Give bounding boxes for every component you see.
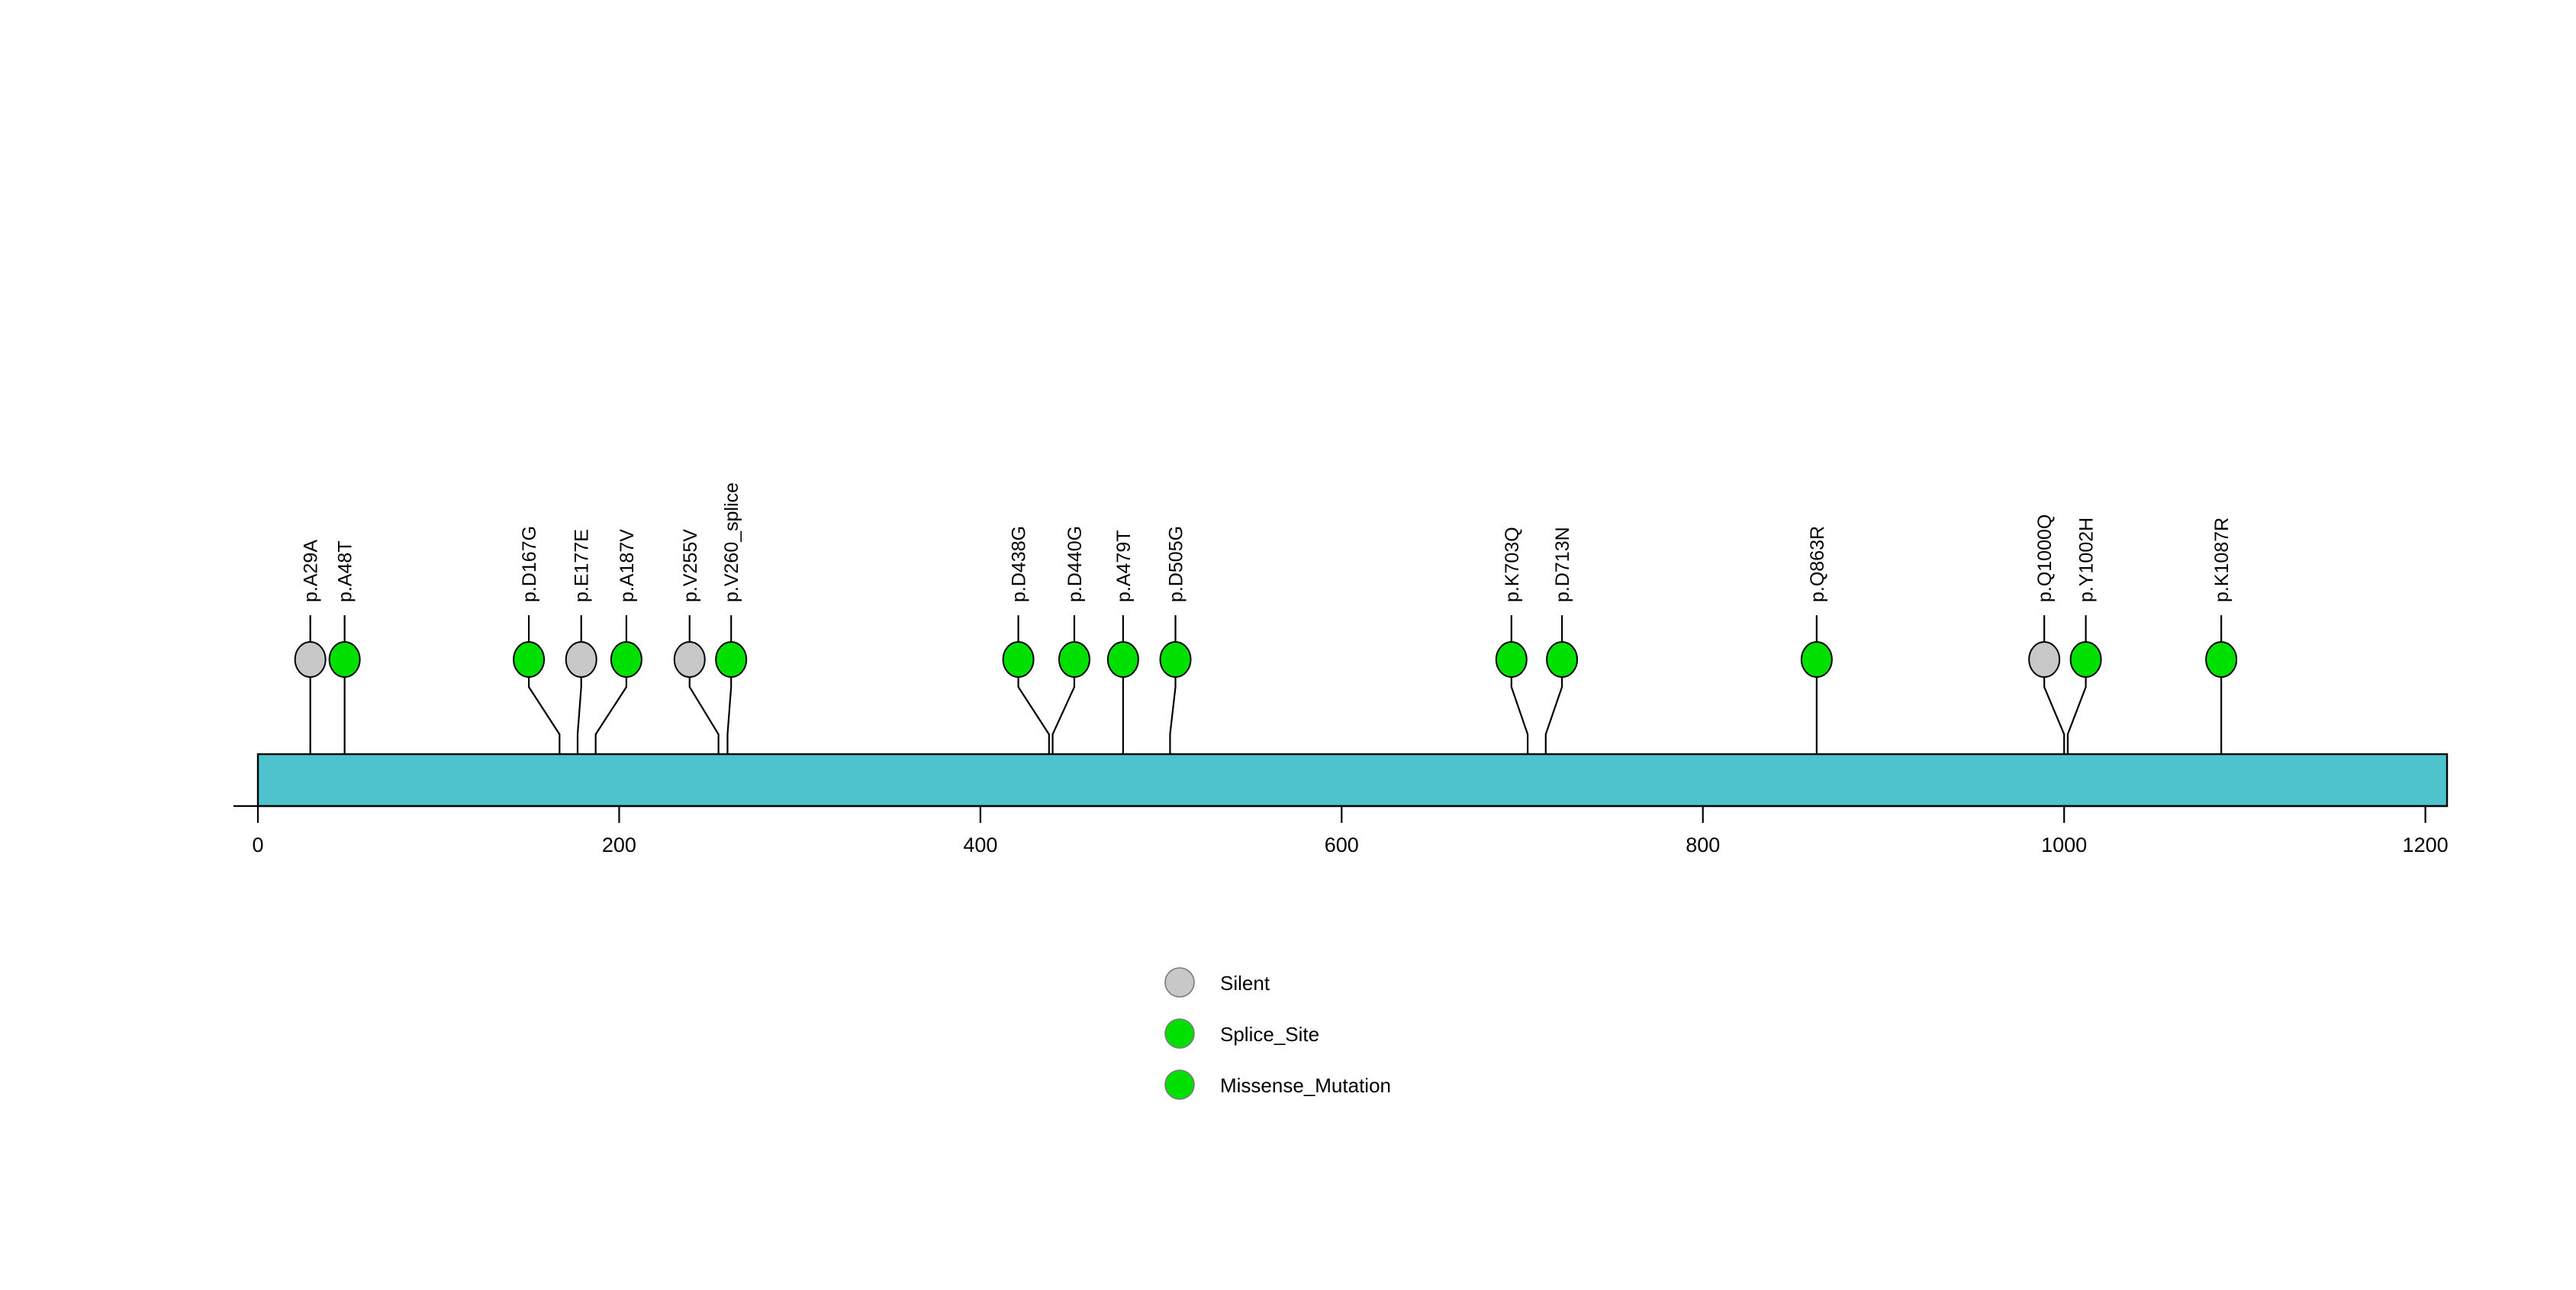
legend-swatch-silent[interactable] — [1164, 967, 1195, 998]
lollipop-head-pd167g[interactable] — [513, 641, 546, 678]
mutation-label: p.D713N — [1552, 527, 1573, 602]
x-axis-tick-label: 1200 — [2403, 834, 2449, 856]
mutation-label: p.K703Q — [1502, 527, 1523, 602]
lollipop-head-pd713n[interactable] — [1546, 641, 1579, 678]
mutation-label: p.A187V — [617, 529, 638, 602]
lollipop-head-pk703q[interactable] — [1495, 641, 1528, 678]
legend-label-splice_site: Splice_Site — [1220, 1023, 1319, 1046]
lollipop-head-pv255v[interactable] — [673, 641, 706, 678]
mutation-label: p.D167G — [519, 526, 540, 602]
legend-swatch-missense_mutation[interactable] — [1164, 1069, 1195, 1100]
protein-backbone-bar — [256, 753, 2449, 808]
mutation-label: p.V260_splice — [721, 482, 742, 602]
lollipop-head-pq1000q[interactable] — [2028, 641, 2061, 678]
mutation-label: p.Q1000Q — [2034, 514, 2056, 602]
mutation-label: p.A479T — [1113, 530, 1135, 602]
mutation-label: p.Q863R — [1807, 526, 1828, 602]
lollipop-head-pa479t[interactable] — [1106, 641, 1139, 678]
protein-backbone-group — [256, 753, 2449, 808]
mutation-label: p.D505G — [1166, 526, 1187, 602]
mutation-label: p.E177E — [572, 529, 593, 602]
lollipop-head-pa187v[interactable] — [610, 641, 642, 678]
mutation-labels-group: p.A29A p.A48T p.D167G p.E177E p.A187V p.V255V… — [301, 482, 2233, 602]
lollipop-head-pq863r[interactable] — [1800, 641, 1833, 678]
lollipop-head-pd438g[interactable] — [1002, 641, 1035, 678]
x-axis-tick-label: 200 — [602, 834, 636, 856]
x-axis-tick-label: 400 — [963, 834, 997, 856]
legend-label-missense_mutation: Missense_Mutation — [1220, 1074, 1391, 1097]
lollipop-head-pe177e[interactable] — [565, 641, 597, 678]
mutation-label: p.D440G — [1064, 526, 1086, 602]
lollipop-head-pd505g[interactable] — [1159, 641, 1192, 678]
mutation-label: p.Y1002H — [2076, 518, 2098, 602]
mutation-label: p.K1087R — [2211, 518, 2233, 602]
lollipop-head-pa29a[interactable] — [294, 641, 327, 678]
legend-label-silent: Silent — [1220, 972, 1270, 995]
mutation-label: p.D438G — [1009, 526, 1030, 602]
lollipop-heads-group — [294, 641, 2238, 678]
mutation-label: p.A29A — [301, 540, 322, 602]
mutation-label: p.A48T — [335, 540, 356, 602]
legend-swatch-splice_site[interactable] — [1164, 1018, 1195, 1049]
x-axis-group: 0 200 400 600 800 1000 1200 — [233, 805, 2449, 856]
x-axis-tick-label: 0 — [252, 834, 263, 856]
lollipop-head-pa48t[interactable] — [328, 641, 361, 678]
lollipop-head-py1002h[interactable] — [2069, 641, 2102, 678]
mutation-label: p.V255V — [680, 529, 701, 602]
x-axis-tick-label: 1000 — [2041, 834, 2087, 856]
x-axis-tick-label: 600 — [1325, 834, 1359, 856]
lollipop-head-pd440g[interactable] — [1058, 641, 1090, 678]
lollipop-head-pv260splice[interactable] — [715, 641, 748, 678]
lollipop-head-pk1087r[interactable] — [2205, 641, 2238, 678]
x-axis-tick-label: 800 — [1686, 834, 1720, 856]
